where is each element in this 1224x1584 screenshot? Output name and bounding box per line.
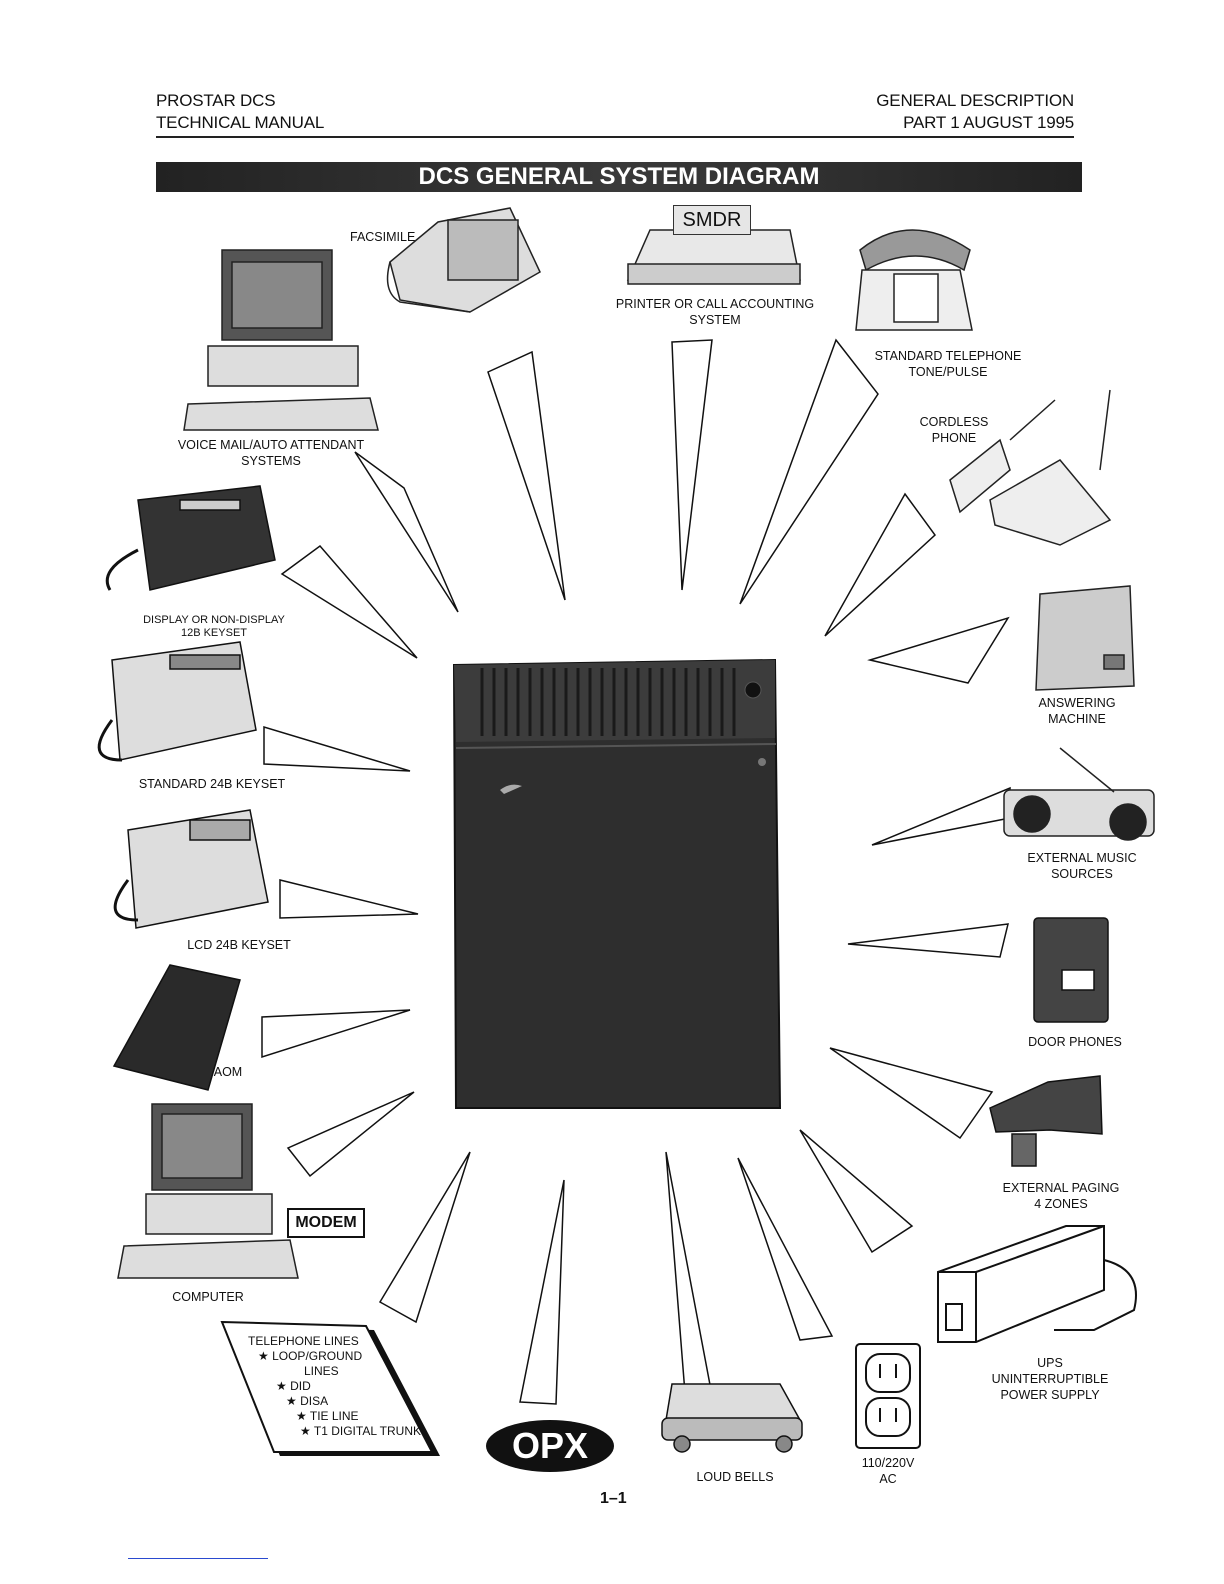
label-paging-2: 4 ZONES	[990, 1197, 1132, 1211]
computer-image	[118, 1104, 298, 1278]
page-number: 1–1	[600, 1490, 627, 1508]
label-ups-2: UNINTERRUPTIBLE	[978, 1372, 1122, 1386]
paging-horn-image	[990, 1076, 1102, 1166]
label-printer-1: PRINTER OR CALL ACCOUNTING	[600, 297, 830, 311]
answering-machine-image	[1036, 586, 1134, 690]
label-ac-2: AC	[846, 1472, 930, 1486]
telephone-lines-item: LINES	[232, 1364, 422, 1379]
label-voicemail-2: SYSTEMS	[160, 454, 382, 468]
label-ups-1: UPS	[978, 1356, 1122, 1370]
wedge-tel-lines	[380, 1152, 470, 1322]
telephone-lines-item: ★ DISA	[232, 1394, 422, 1409]
label-loud-bells: LOUD BELLS	[680, 1470, 790, 1484]
wedge-paging	[830, 1048, 992, 1138]
label-display-keyset-2: 12B KEYSET	[130, 627, 298, 639]
label-door-phones: DOOR PHONES	[1018, 1035, 1132, 1049]
label-cordless-1: CORDLESS	[906, 415, 1002, 429]
label-paging-1: EXTERNAL PAGING	[990, 1181, 1132, 1195]
label-facsimile: FACSIMILE	[350, 230, 415, 244]
dcs-cabinet	[454, 660, 780, 1108]
wedge-bells	[666, 1152, 714, 1406]
wedge-door	[848, 924, 1008, 957]
wedge-std-phone	[740, 340, 878, 604]
loud-bells-image	[662, 1384, 802, 1452]
telephone-lines-list: TELEPHONE LINES ★ LOOP/GROUND LINES ★ DI…	[232, 1334, 422, 1439]
display-keyset-image	[107, 486, 275, 590]
ups-image	[938, 1226, 1136, 1342]
label-music-1: EXTERNAL MUSIC	[1014, 851, 1150, 865]
wedge-opx	[520, 1180, 564, 1404]
label-std-phone-1: STANDARD TELEPHONE	[860, 349, 1036, 363]
label-aom: AOM	[208, 1065, 248, 1079]
label-cordless-2: PHONE	[906, 431, 1002, 445]
smdr-tag: SMDR	[673, 205, 751, 235]
label-music-2: SOURCES	[1014, 867, 1150, 881]
label-display-keyset-1: DISPLAY OR NON-DISPLAY	[130, 614, 298, 626]
footer-rule	[128, 1558, 268, 1559]
telephone-lines-item: ★ T1 DIGITAL TRUNK	[232, 1424, 422, 1439]
telephone-lines-title: TELEPHONE LINES	[232, 1334, 422, 1349]
label-voicemail-1: VOICE MAIL/AUTO ATTENDANT	[160, 438, 382, 452]
opx-logo: OPX	[486, 1420, 614, 1472]
wedge-aom	[262, 1010, 410, 1057]
telephone-lines-item: ★ LOOP/GROUND	[232, 1349, 422, 1364]
wedge-ups	[800, 1130, 912, 1252]
label-answering-2: MACHINE	[1022, 712, 1132, 726]
std24-keyset-image	[99, 642, 256, 760]
label-answering-1: ANSWERING	[1022, 696, 1132, 710]
modem-label: MODEM	[287, 1208, 365, 1238]
wedge-printer	[672, 340, 712, 590]
label-lcd24-keyset: LCD 24B KEYSET	[176, 938, 302, 952]
wedge-std24	[264, 727, 410, 771]
telephone-lines-item: ★ DID	[232, 1379, 422, 1394]
wedge-music	[872, 788, 1010, 845]
door-phone-image	[1034, 918, 1108, 1022]
wedge-display-keyset	[282, 546, 417, 658]
wedge-voicemail	[355, 452, 458, 612]
lcd24-keyset-image	[115, 810, 268, 928]
facsimile-image	[388, 208, 540, 312]
ac-outlet-image	[856, 1344, 920, 1448]
label-computer: COMPUTER	[160, 1290, 256, 1304]
wedge-ac	[738, 1158, 832, 1340]
label-printer-2: SYSTEM	[600, 313, 830, 327]
cordless-phone-image	[950, 390, 1110, 545]
wedge-lcd24	[280, 880, 418, 918]
wedge-computer	[288, 1092, 414, 1176]
voicemail-computer-image	[184, 250, 378, 430]
music-source-image	[1004, 748, 1154, 840]
label-std-phone-2: TONE/PULSE	[860, 365, 1036, 379]
telephone-lines-item: ★ TIE LINE	[232, 1409, 422, 1424]
printer-image	[628, 230, 800, 284]
label-ups-3: POWER SUPPLY	[978, 1388, 1122, 1402]
label-ac-1: 110/220V	[846, 1456, 930, 1470]
label-std24-keyset: STANDARD 24B KEYSET	[126, 777, 298, 791]
standard-telephone-image	[856, 230, 972, 330]
wedge-cordless	[825, 494, 935, 636]
wedge-facsimile	[488, 352, 565, 600]
wedge-answering	[870, 618, 1008, 683]
